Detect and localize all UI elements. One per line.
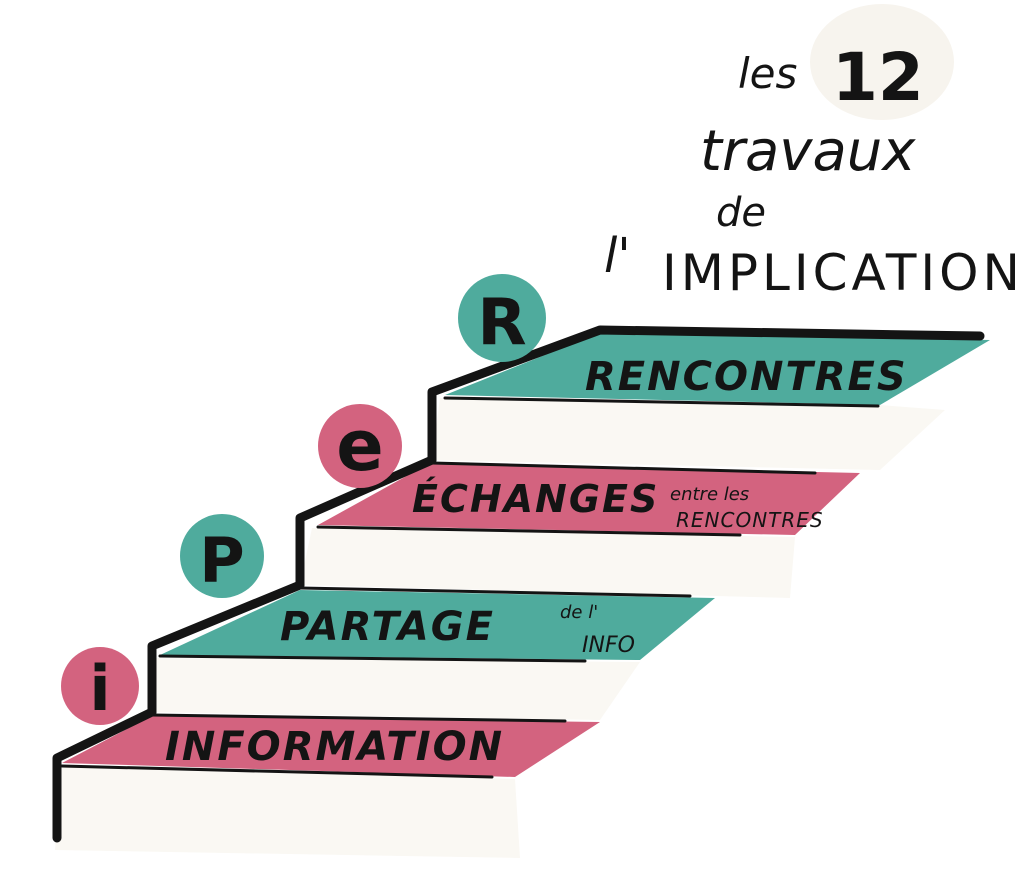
step-outline-partage — [147, 580, 305, 717]
step-note2-partage: INFO — [582, 633, 635, 658]
title-implication: IMPLICATION — [662, 244, 1024, 302]
step-riser-echanges — [300, 528, 795, 598]
badge-circle-r — [458, 274, 546, 362]
step-outline-information — [52, 707, 157, 843]
badge-letter-i: i — [89, 652, 110, 725]
step-edge-rencontres — [443, 396, 880, 408]
title-number: 12 — [832, 39, 924, 116]
step-top-edge-partage — [298, 586, 692, 598]
step-label-rencontres: RENCONTRES — [585, 354, 908, 400]
badge-letter-e: e — [336, 405, 383, 487]
title-prefix: les — [738, 49, 797, 98]
step-outline-rencontres — [427, 325, 985, 465]
badge-circle-e — [318, 404, 402, 488]
step-note-echanges: entre les — [670, 484, 749, 505]
title-de: de — [716, 190, 766, 236]
step-outline-echanges — [295, 455, 437, 590]
step-label-information: INFORMATION — [165, 724, 504, 770]
step-label-echanges: ÉCHANGES — [412, 477, 659, 521]
title-travaux: travaux — [700, 119, 916, 184]
title-apostrophe: l' — [604, 228, 631, 284]
step-tread-echanges — [318, 463, 860, 535]
step-note2-echanges: RENCONTRES — [676, 508, 824, 532]
step-top-edge-echanges — [430, 461, 817, 475]
title-highlight-blob — [810, 4, 954, 120]
step-top-edge-information — [150, 713, 567, 723]
step-edge-information — [60, 764, 494, 779]
step-edge-echanges — [316, 525, 742, 537]
badge-letter-p: P — [199, 524, 244, 597]
step-riser-rencontres — [432, 398, 945, 470]
step-tread-information — [62, 716, 600, 777]
badge-letter-r: R — [477, 286, 526, 360]
step-edge-partage — [158, 654, 587, 663]
step-tread-partage — [160, 590, 715, 660]
step-riser-partage — [150, 658, 640, 720]
step-label-partage: PARTAGE — [280, 604, 495, 650]
step-tread-rencontres — [445, 333, 990, 405]
badge-circle-i — [61, 647, 139, 725]
step-note-partage: de l' — [560, 602, 598, 623]
step-riser-information — [55, 766, 520, 858]
badge-circle-p — [180, 514, 264, 598]
